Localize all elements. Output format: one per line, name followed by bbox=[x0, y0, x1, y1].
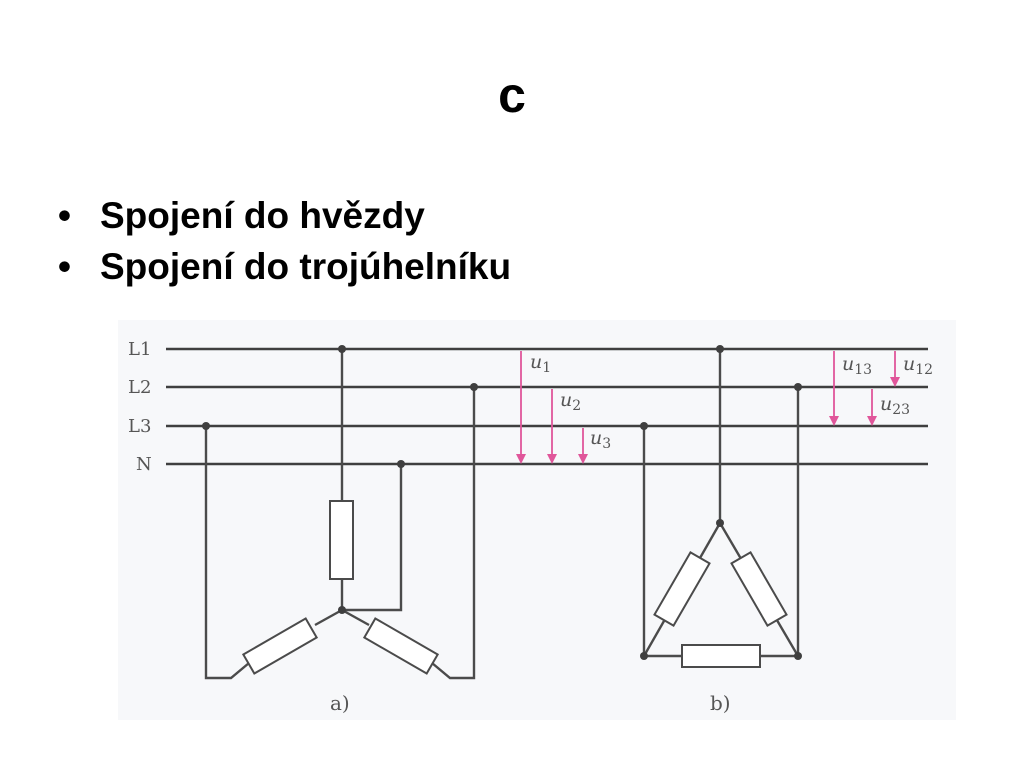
voltage-label-u12: u12 bbox=[903, 353, 933, 378]
phase-voltage-arrows bbox=[516, 351, 588, 464]
line-voltage-arrows bbox=[829, 351, 900, 426]
bullet-dot-icon: • bbox=[58, 195, 71, 236]
resistor-star-top bbox=[329, 500, 354, 580]
resistor-star-right bbox=[362, 617, 440, 675]
bullet-text: Spojení do trojúhelníku bbox=[100, 246, 512, 287]
caption-b: b) bbox=[710, 691, 731, 715]
bullet-list: • Spojení do hvězdy • Spojení do trojúheln… bbox=[58, 190, 511, 292]
bullet-item-star: • Spojení do hvězdy bbox=[58, 190, 511, 241]
resistor-star-left bbox=[241, 617, 319, 675]
voltage-label-u13: u13 bbox=[842, 353, 872, 378]
resistor-delta-left bbox=[653, 550, 711, 628]
label-n: N bbox=[136, 454, 152, 475]
slide-title: c bbox=[498, 67, 526, 123]
voltage-label-u23: u23 bbox=[880, 393, 910, 418]
bullet-dot-icon: • bbox=[58, 246, 71, 287]
resistor-delta-right bbox=[730, 550, 788, 628]
label-l1: L1 bbox=[128, 339, 151, 360]
label-l2: L2 bbox=[128, 377, 151, 398]
star-connection bbox=[202, 345, 478, 680]
three-phase-circuit-diagram: L1 L2 L3 N bbox=[128, 339, 933, 715]
voltage-label-u3: u3 bbox=[590, 427, 611, 452]
bullet-text: Spojení do hvězdy bbox=[100, 195, 425, 236]
caption-a: a) bbox=[330, 691, 350, 715]
circuit-figure: L1 L2 L3 N bbox=[118, 320, 956, 720]
voltage-label-u2: u2 bbox=[560, 389, 581, 414]
bullet-item-delta: • Spojení do trojúhelníku bbox=[58, 241, 511, 292]
voltage-label-u1: u1 bbox=[530, 351, 551, 376]
label-l3: L3 bbox=[128, 416, 151, 437]
delta-connection bbox=[640, 345, 802, 668]
resistor-delta-bottom bbox=[681, 644, 761, 668]
